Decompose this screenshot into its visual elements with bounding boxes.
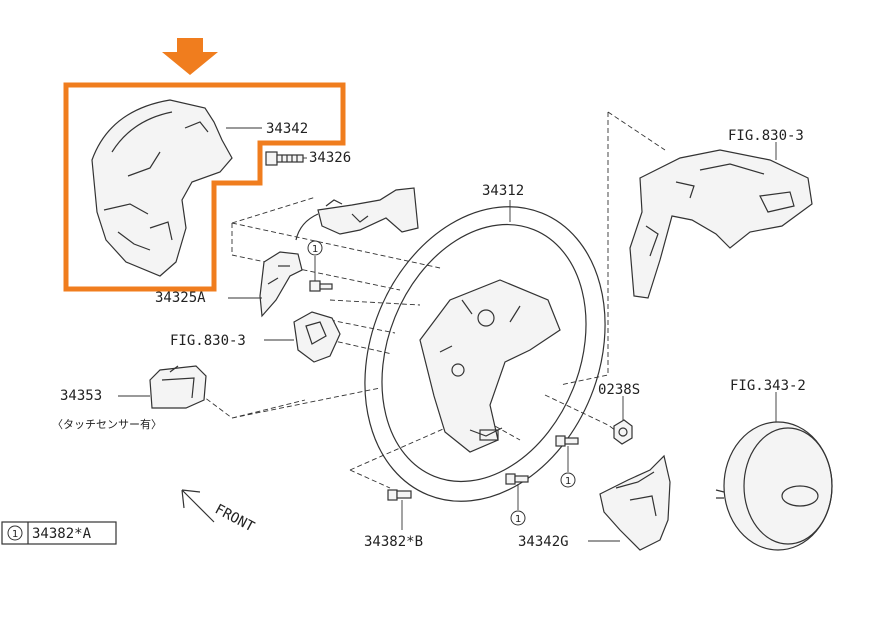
assembly-guide-lower (199, 387, 381, 419)
part-34325A-paddle (259, 251, 303, 318)
part-paddle-shifter (295, 187, 419, 241)
part-switch-left (293, 311, 341, 363)
part-0238S-nut (613, 419, 633, 445)
assembly-guide-nut (544, 394, 616, 431)
label-34326: 34326 (309, 150, 351, 166)
label-34342G: 34342G (518, 534, 569, 550)
label-fig343: FIG.343-2 (730, 378, 806, 394)
highlight-box (63, 82, 346, 292)
svg-text:1: 1 (312, 244, 318, 255)
part-screw-low (505, 473, 529, 485)
front-arrow-icon (181, 489, 215, 523)
label-0238S: 0238S (598, 382, 640, 398)
label-34382B: 34382*B (364, 534, 423, 550)
label-34342: 34342 (266, 121, 308, 137)
assembly-guide-axis (329, 299, 421, 355)
label-front: FRONT (212, 501, 257, 535)
ref-marker-1-upper: 1 (307, 240, 323, 256)
callout-text: 34382*A (32, 526, 92, 542)
label-fig830-right: FIG.830-3 (728, 128, 804, 144)
callout-number: 1 (12, 529, 18, 540)
svg-text:1: 1 (515, 514, 521, 525)
part-airbag-module (715, 421, 833, 551)
part-34342G-cover (599, 454, 671, 551)
part-34342-cover (91, 99, 233, 277)
assembly-guide-right (559, 111, 666, 386)
label-34353: 34353 (60, 388, 102, 404)
label-touch-sensor-note: 〈タッチセンサー有〉 (52, 417, 162, 431)
part-34353-touch-sensor (149, 365, 207, 409)
label-34325A: 34325A (155, 290, 206, 306)
callout-legend: 1 34382*A (1, 521, 117, 545)
down-arrow-icon (162, 38, 218, 75)
ref-marker-1-low: 1 (510, 510, 526, 526)
part-34382B-screw (387, 489, 412, 501)
assembly-guide-upper (231, 196, 441, 291)
part-34312-steering-wheel (364, 206, 606, 502)
part-screw-mid (555, 435, 579, 447)
part-switch-right (629, 149, 813, 299)
label-fig830-left: FIG.830-3 (170, 333, 246, 349)
label-34312: 34312 (482, 183, 524, 199)
ref-marker-1-mid: 1 (560, 472, 576, 488)
part-screw-upper (309, 280, 333, 292)
svg-text:1: 1 (565, 476, 571, 487)
part-34326-bolt (265, 151, 304, 166)
